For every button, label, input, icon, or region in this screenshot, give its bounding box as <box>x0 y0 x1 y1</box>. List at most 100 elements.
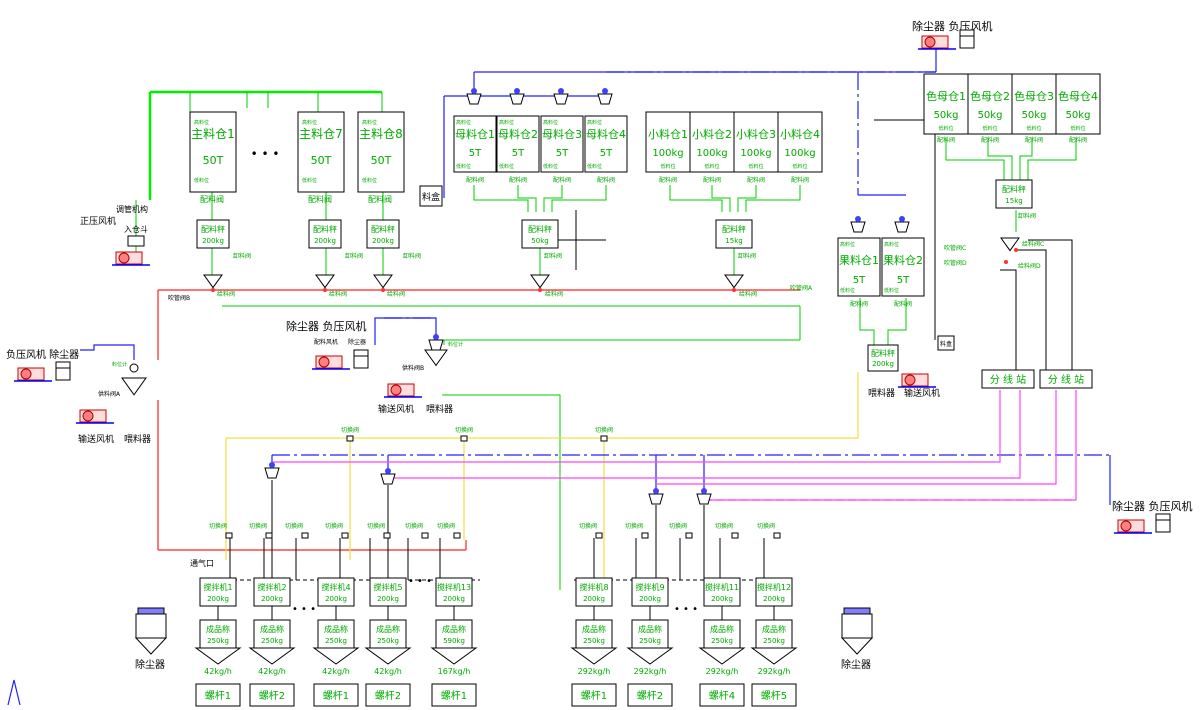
fruit-bin-low-level-2: 低料位 <box>884 287 899 294</box>
hopper-box <box>419 185 443 207</box>
distribution-station-2 <box>1039 369 1093 389</box>
corner-marker <box>7 679 21 706</box>
feeder-left-label: 喂料器 <box>124 433 151 445</box>
mixer-switch-12 <box>773 532 781 539</box>
right-dust-collector-body <box>1155 513 1171 533</box>
product-scale-2 <box>253 619 291 649</box>
main-scale-name-1: 配料秤 <box>201 224 225 234</box>
screw-1 <box>195 683 241 707</box>
blow-valve-a-label: 吹管阀A <box>790 284 813 292</box>
product-scale-7 <box>631 619 669 649</box>
magenta-lines <box>272 390 1077 501</box>
mixer-7 <box>631 577 669 607</box>
fruit-bin-top-level-2: 高料位 <box>884 241 899 248</box>
mother-bin-cap-4: 5T <box>600 148 613 159</box>
pos-fan-label: 正压风机 <box>80 215 116 227</box>
distribution-feed-lines <box>1000 239 1073 370</box>
product-scale-cap-9: 250kg <box>763 637 785 645</box>
product-scale-cap-3: 250kg <box>325 637 347 645</box>
main-scale-cap-2: 200kg <box>314 237 336 245</box>
mixer-switch-1 <box>225 532 233 539</box>
screw-7 <box>627 683 673 707</box>
screw-rate-9: 292kg/h <box>758 667 791 676</box>
main-feed-valve-label-3: 给料阀 <box>387 290 405 298</box>
small-bin-cap-4: 100kg <box>784 148 815 159</box>
screw-rate-8: 292kg/h <box>706 667 739 676</box>
product-scale-name-5: 成品称 <box>442 624 466 634</box>
main-scale-drops <box>211 192 384 275</box>
main-scale-valve-2: 卸料阀 <box>345 252 363 260</box>
dist-cyclone-2-top <box>385 468 391 474</box>
mixer-9 <box>755 577 793 607</box>
conv-fan-right-label: 输送风机 <box>904 387 940 399</box>
main-bin-cap-3: 50T <box>371 154 392 167</box>
mother-bin-top-level-2: 高料位 <box>499 119 514 126</box>
color-bin-name-4: 色母仓4 <box>1058 89 1098 103</box>
product-scale-cap-2: 250kg <box>261 637 283 645</box>
neg-fan-dust-left-label: 负压风机 除尘器 <box>6 348 79 361</box>
screw-rate-6: 292kg/h <box>578 667 611 676</box>
main-scale-valve-1: 卸料阀 <box>233 252 251 260</box>
mother-bin-top-level-1: 高料位 <box>456 119 471 126</box>
main-feed-valve-2 <box>323 288 327 292</box>
mother-cyclone-3 <box>553 93 569 105</box>
mother-scale-valve: 卸料阀 <box>544 252 562 260</box>
mid-cyclone-top <box>433 334 439 340</box>
mother-cyclone-2 <box>509 93 525 105</box>
product-scale-cap-7: 250kg <box>639 637 661 645</box>
mid-neg-fan-wheel <box>318 356 330 368</box>
mother-bin-cap-3: 5T <box>556 148 569 159</box>
mixer-cap-3: 200kg <box>325 595 347 603</box>
mixer-3 <box>317 577 355 607</box>
mixer-switch-4 <box>341 532 349 539</box>
product-scale-5 <box>435 619 473 649</box>
main-bin-2 <box>297 111 345 193</box>
color-scale-name: 配料秤 <box>1002 184 1026 194</box>
main-bin-cap-1: 50T <box>203 154 224 167</box>
right-conveying-fan-wheel <box>904 374 916 386</box>
dust-neg-top-label: 除尘器 负压风机 <box>912 19 993 33</box>
small-bin-name-3: 小料仓3 <box>736 127 776 141</box>
mixer-switch-label-8: 切换阀 <box>579 522 597 530</box>
mixer-ellipsis-2: • • • <box>408 576 432 587</box>
blow-valve-c-label: 吹管阀C <box>944 244 966 252</box>
mid-feeder-hopper <box>424 349 448 367</box>
screw-3 <box>313 683 359 707</box>
mixer-name-8: 搅拌机11 <box>705 582 739 592</box>
product-scale-name-7: 成品称 <box>638 624 662 634</box>
color-scale-cap: 15kg <box>1005 197 1022 205</box>
color-scale-funnel <box>1000 237 1020 252</box>
small-bin-valve-2: 配料阀 <box>703 176 721 184</box>
main-bin-cap-2: 50T <box>311 154 332 167</box>
blow-valve-b-label: 吹管阀B <box>168 294 190 302</box>
mother-bin-2 <box>496 115 540 173</box>
mixer-switch-label-2: 切换阀 <box>249 522 267 530</box>
distribution-vacuum-line <box>271 454 1111 590</box>
mixer-cap-8: 200kg <box>711 595 733 603</box>
mixer-switch-8 <box>595 532 603 539</box>
screw-9 <box>751 683 797 707</box>
screw-name-5: 螺杆1 <box>441 690 467 702</box>
right-bottom-dust-cone <box>840 637 874 655</box>
generated-equipment: 主料仓150T高料位低料位配料阀主料仓750T高料位低料位配料阀主料仓850T高… <box>6 19 1193 707</box>
mid-neg-fan <box>312 355 350 370</box>
product-scale-9 <box>755 619 793 649</box>
main-bin-top-level-1: 高料位 <box>194 119 209 126</box>
screw-rate-2: 42kg/h <box>258 667 286 676</box>
hopper2-box <box>937 335 955 351</box>
dust-neg-right-label: 除尘器 负压风机 <box>1112 499 1193 513</box>
color-bin-3 <box>1011 73 1057 135</box>
left-dust-collector-body <box>55 361 71 381</box>
product-scale-name-8: 成品称 <box>710 624 734 634</box>
color-feed-valve-c <box>1014 248 1018 252</box>
left-neg-fan-wheel <box>20 368 32 380</box>
color-bin-2 <box>967 73 1013 135</box>
mother-bin-low-level-2: 低料位 <box>499 163 514 170</box>
main-scale-3 <box>366 219 400 249</box>
screw-5 <box>431 683 477 707</box>
mixer-switch-11 <box>731 532 739 539</box>
mother-cyclone-2-top <box>514 88 520 94</box>
product-scale-cap-4: 250kg <box>377 637 399 645</box>
right-neg-fan <box>1114 519 1152 534</box>
